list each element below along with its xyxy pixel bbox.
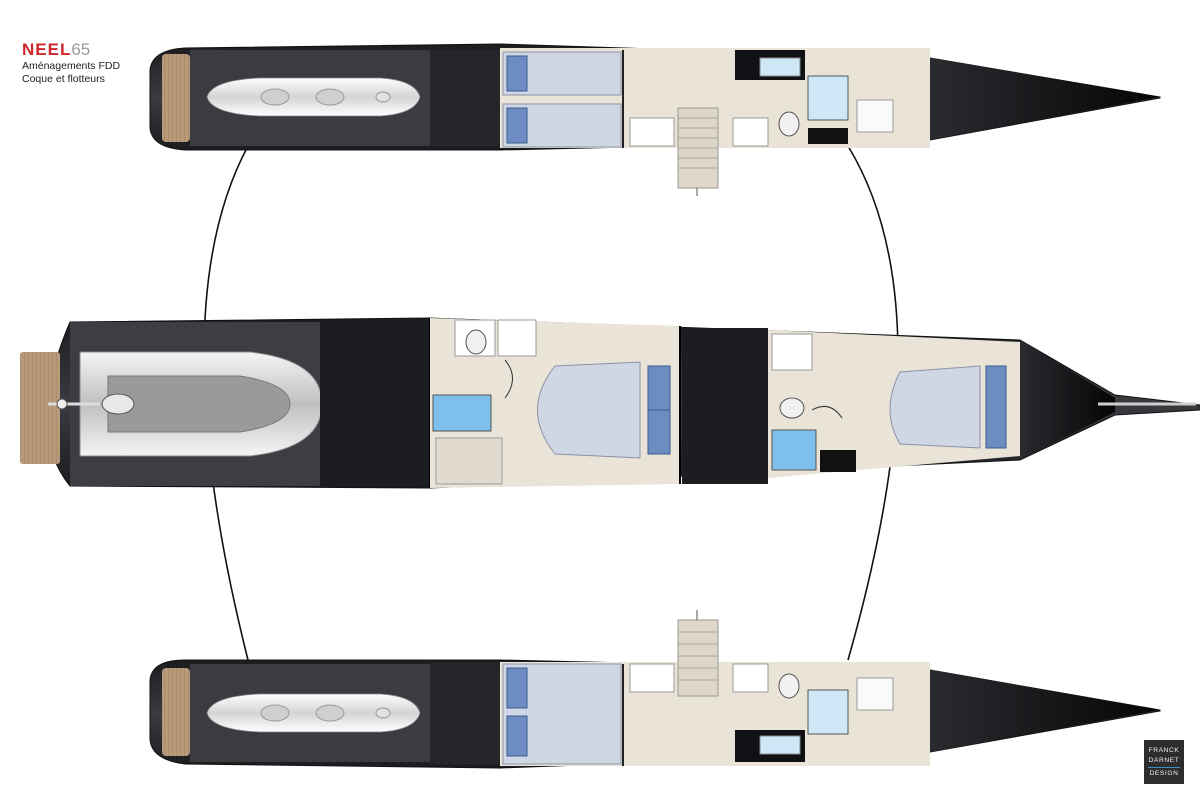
logo-line-3: DESIGN	[1149, 769, 1179, 777]
top-float-kayak	[206, 77, 421, 117]
top-float	[149, 43, 1161, 196]
central-hull	[20, 317, 1200, 489]
top-float-swim-platform	[162, 54, 190, 142]
logo-line-2: DARNET	[1148, 756, 1180, 764]
subtitle-layout: Aménagements FDD	[22, 60, 121, 72]
top-float-locker	[856, 99, 894, 133]
central-swim-platform	[20, 352, 60, 464]
bottom-float-kayak	[206, 693, 421, 733]
subtitle-hull-floats: Coque et flotteurs	[22, 73, 105, 85]
bottom-float-toilet	[778, 673, 800, 699]
bottom-float-shower	[807, 689, 849, 735]
top-float-wardrobe-2	[732, 117, 769, 147]
logo-rule	[1148, 766, 1180, 768]
central-fwd-shower	[771, 429, 817, 471]
brand-title: NEEL65	[22, 40, 120, 60]
central-fwd-toilet	[779, 397, 805, 419]
top-float-wardrobe-1	[629, 117, 675, 147]
bottom-float-swim-platform	[162, 668, 190, 756]
central-aft-berth	[537, 361, 641, 459]
designer-logo: FRANCK DARNET DESIGN	[1144, 740, 1184, 784]
brand-block: NEEL65 Aménagements FDD Coque et flotteu…	[22, 40, 120, 86]
bottom-float	[149, 610, 1161, 769]
central-fwd-berth	[889, 365, 981, 449]
top-float-shower	[807, 75, 849, 121]
central-aft-stairs	[435, 437, 503, 485]
central-aft-toilet	[465, 329, 487, 355]
top-float-toilet	[778, 111, 800, 137]
central-aft-shower	[432, 394, 492, 432]
tender-dinghy	[48, 351, 323, 457]
brand-model: 65	[71, 40, 91, 59]
bottom-float-stairs	[677, 619, 719, 697]
logo-line-1: FRANCK	[1148, 746, 1180, 754]
brand-name: NEEL	[22, 40, 72, 59]
